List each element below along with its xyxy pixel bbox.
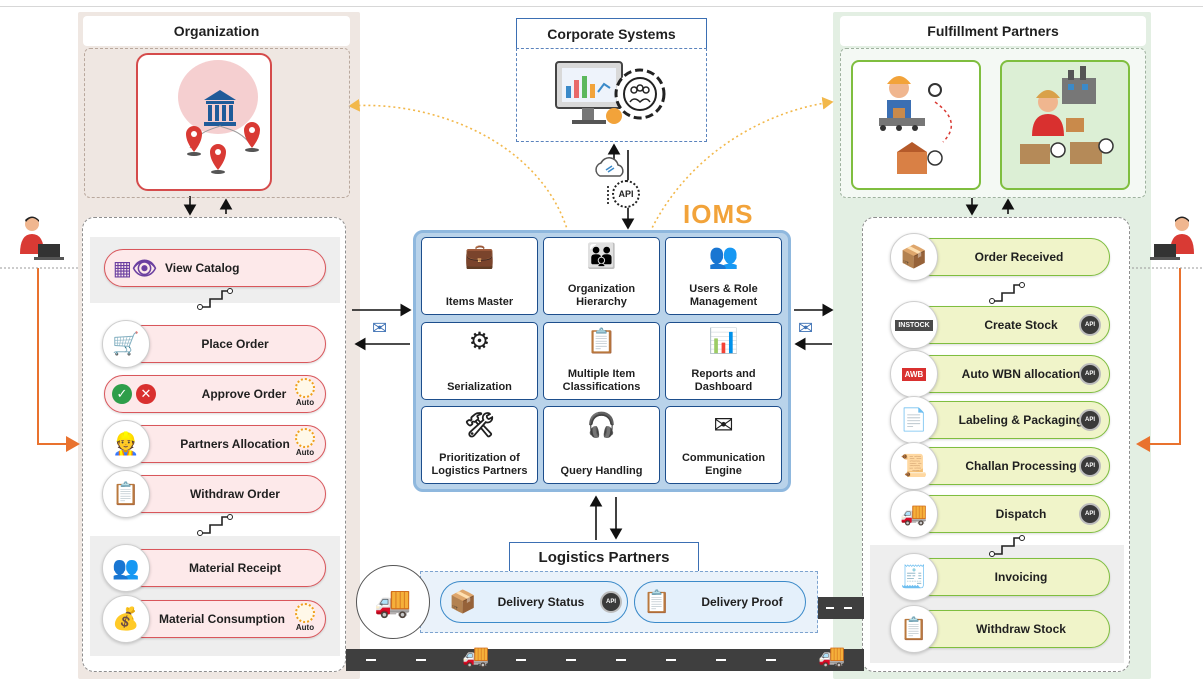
org-item-approve-order[interactable]: ✓ ✕ Approve Order: [104, 375, 326, 413]
briefcase-icon: 💼: [464, 243, 495, 270]
truck-icon: 🚚: [462, 643, 490, 668]
cloud-icon: [592, 156, 628, 185]
approve-reject-icon: ✓ ✕: [105, 384, 163, 404]
awb-doc-icon: AWB: [890, 350, 938, 398]
clipboard-icon: 📋: [890, 605, 938, 653]
instock-icon: INSTOCK: [890, 301, 938, 349]
api-gear-icon: API: [612, 180, 640, 208]
api-badge: API: [600, 591, 622, 613]
box-scan-icon: 📦: [449, 589, 477, 614]
flow-squiggle-icon: [989, 535, 1025, 557]
logistics-item-delivery-proof[interactable]: 📋 Delivery Proof: [634, 581, 806, 623]
api-badge: API: [1079, 409, 1101, 431]
organization-top-frame: [84, 48, 350, 198]
org-item-label: Material Receipt: [188, 561, 282, 575]
module-query-handling[interactable]: 🎧 Query Handling: [543, 406, 660, 484]
mail-bell-icon: ✉: [372, 318, 388, 338]
ful-item-label: Invoicing: [994, 570, 1048, 584]
ful-item-label: Withdraw Stock: [976, 622, 1066, 636]
hierarchy-icon: 👪: [586, 243, 617, 270]
factory-worker-icon: [1020, 66, 1114, 164]
bank-location-icon: [160, 70, 280, 193]
money-cart-icon: 💰: [102, 595, 150, 643]
org-item-label: View Catalog: [165, 261, 240, 275]
ful-item-label: Create Stock: [984, 318, 1058, 332]
module-communication-engine[interactable]: ✉ Communication Engine: [665, 406, 782, 484]
cart-check-icon: 🛒: [102, 320, 150, 368]
gears-icon: ⚙: [468, 328, 491, 355]
module-items-master[interactable]: 💼 Items Master: [421, 237, 538, 315]
checklist-icon: 📋: [586, 328, 617, 355]
org-user-icon: [12, 214, 64, 271]
api-badge: API: [1079, 503, 1101, 525]
worker-icon: 👷: [102, 420, 150, 468]
road-segment: [818, 597, 864, 619]
catalog-eye-icon: ▦👁: [112, 257, 158, 280]
flow-squiggle-icon: [989, 282, 1025, 304]
warehouse-worker-card: [851, 60, 981, 190]
top-divider: [0, 6, 1203, 7]
label-tag-icon: 📄: [890, 396, 938, 444]
ful-item-label: Dispatch: [995, 507, 1047, 521]
dashboard-icon: 📊: [708, 328, 739, 355]
truck-icon: 🚚: [818, 643, 846, 668]
module-serialization[interactable]: ⚙ Serialization: [421, 322, 538, 400]
ioms-logo: IOMS: [683, 199, 754, 229]
worker-tools-icon: 🛠: [464, 412, 495, 439]
monitor-gear-icon: [548, 56, 678, 143]
mail-bell-icon: ✉: [798, 318, 814, 338]
mail-gear-icon: ✉: [713, 412, 734, 439]
delivery-people-icon: 👥: [102, 544, 150, 592]
road-bottom: [346, 649, 864, 671]
invoice-icon: 🧾: [890, 553, 938, 601]
module-users-role-management[interactable]: 👥 Users & Role Management: [665, 237, 782, 315]
api-badge: API: [1079, 314, 1101, 336]
factory-worker-card: [1000, 60, 1130, 190]
organization-title: Organization: [83, 16, 350, 46]
module-multiple-item-classifications[interactable]: 📋 Multiple Item Classifications: [543, 322, 660, 400]
fulfillment-user-icon: [1150, 214, 1202, 271]
ful-item-label: Order Received: [974, 250, 1064, 264]
logistics-item-delivery-status[interactable]: 📦 Delivery Status: [440, 581, 628, 623]
fulfillment-title: Fulfillment Partners: [840, 16, 1146, 46]
api-badge: API: [1079, 363, 1101, 385]
flow-squiggle-icon: [197, 288, 233, 310]
org-item-label: Partners Allocation: [180, 437, 290, 451]
hand-box-icon: 📦: [890, 233, 938, 281]
module-reports-dashboard[interactable]: 📊 Reports and Dashboard: [665, 322, 782, 400]
clipboard-icon: 📋: [102, 470, 150, 518]
ful-item-label: Auto WBN allocation: [961, 367, 1081, 381]
org-item-label: Material Consumption: [158, 612, 285, 626]
org-item-label: Withdraw Order: [190, 487, 280, 501]
org-item-label: Place Order: [201, 337, 269, 351]
support-agent-icon: 🎧: [586, 412, 617, 439]
module-prioritization-logistics[interactable]: 🛠 Prioritization of Logistics Partners: [421, 406, 538, 484]
flow-squiggle-icon: [197, 514, 233, 536]
org-item-label: Approve Order: [201, 387, 287, 401]
auto-badge: Auto: [292, 603, 318, 633]
auto-badge: Auto: [292, 428, 318, 458]
truck-warehouse-icon: 🚚: [890, 490, 938, 538]
module-organization-hierarchy[interactable]: 👪 Organization Hierarchy: [543, 237, 660, 315]
delivery-truck-icon: 🚚: [356, 565, 430, 639]
auto-badge: Auto: [292, 378, 318, 408]
users-icon: 👥: [708, 243, 739, 270]
warehouse-worker-icon: [879, 76, 952, 174]
challan-icon: 📜: [890, 442, 938, 490]
logistics-title: Logistics Partners: [509, 542, 699, 572]
proof-doc-icon: 📋: [643, 589, 671, 614]
api-badge: API: [1079, 455, 1101, 477]
ful-item-label: Challan Processing: [965, 459, 1077, 473]
ful-item-label: Labeling & Packaging: [958, 413, 1084, 427]
corporate-title: Corporate Systems: [516, 18, 707, 48]
org-item-view-catalog[interactable]: ▦👁 View Catalog: [104, 249, 326, 287]
